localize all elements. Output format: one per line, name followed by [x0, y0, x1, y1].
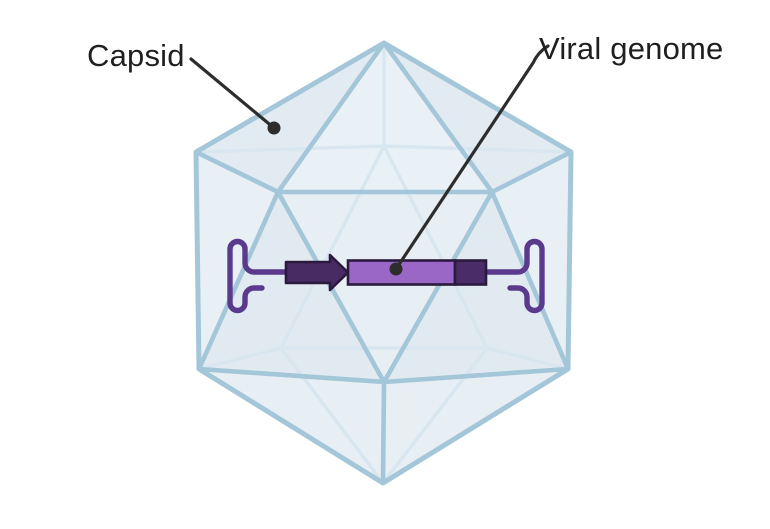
capsid-edge	[380, 379, 387, 486]
capsid-face	[384, 43, 571, 192]
viral-genome-label: Viral genome	[539, 31, 724, 66]
capsid-edge	[381, 189, 495, 385]
capsid-edge	[381, 40, 495, 195]
promoter-arrow	[284, 253, 350, 292]
viral-genome-construct	[227, 238, 545, 314]
capsid-leader-line	[189, 57, 276, 130]
viral-genome-pointer-dot	[389, 262, 403, 276]
itr-left-hairpin	[227, 238, 292, 314]
capsid-edge	[196, 366, 387, 385]
capsid-face	[492, 152, 571, 369]
capsid-pointer-dot	[267, 121, 281, 135]
itr-right-hairpin	[480, 238, 545, 314]
capsid-back-edge	[279, 346, 385, 485]
annotations	[189, 44, 550, 276]
capsid-back-edge	[382, 144, 489, 350]
capsid-edge	[196, 189, 281, 372]
capsid-edge	[489, 189, 571, 372]
capsid-edge	[489, 149, 574, 195]
capsid-edge	[275, 40, 387, 195]
capsid-face	[196, 43, 384, 192]
capsid-edge	[193, 149, 281, 195]
gene-body	[346, 259, 457, 286]
capsid-back-edge	[194, 144, 386, 154]
capsid-back-edge	[197, 346, 283, 371]
capsid	[193, 40, 574, 486]
gene-end-segment	[453, 259, 488, 286]
capsid-back-edges	[194, 41, 573, 485]
capsid-face	[384, 192, 568, 382]
capsid-edge	[381, 366, 571, 385]
capsid-face	[199, 192, 384, 382]
capsid-back-edge	[485, 346, 570, 371]
capsid-back-edge	[279, 144, 386, 350]
capsid-face	[278, 192, 492, 382]
capsid-outline	[193, 40, 574, 486]
capsid-face	[196, 152, 278, 369]
capsid-label: Capsid	[87, 38, 185, 73]
capsid-back-edge	[381, 346, 489, 485]
viral-genome-leader-line	[394, 44, 550, 271]
